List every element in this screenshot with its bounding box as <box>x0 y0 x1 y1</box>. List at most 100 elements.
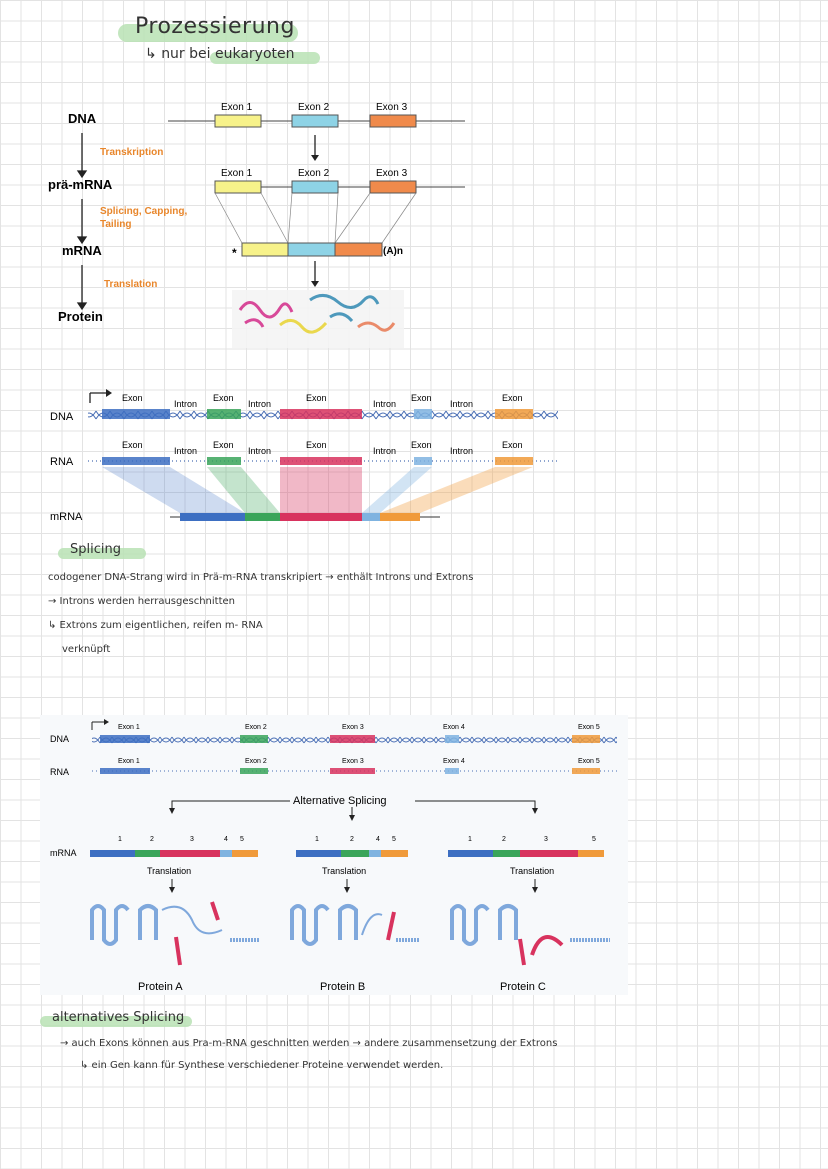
dna-exon-lightblue <box>414 409 432 419</box>
fig3-rna-exon1-label: Exon 1 <box>118 758 140 765</box>
level-dna: DNA <box>68 111 97 126</box>
fig2-rna-exon-label-5: Exon <box>502 440 523 450</box>
dna-exon1 <box>214 114 262 128</box>
step-splicing: Splicing, Capping, <box>100 206 187 217</box>
fig3-dna-label: DNA <box>50 734 69 744</box>
fig2-rna-intron-label-4: Intron <box>450 446 473 456</box>
level-mrna: mRNA <box>62 243 102 258</box>
splicing-highlight <box>58 548 146 559</box>
fig3-rna-exon3-label: Exon 3 <box>342 758 364 765</box>
protein-c-label: Protein C <box>500 981 546 993</box>
svg-text:1: 1 <box>118 836 122 843</box>
step-transkription: Transkription <box>100 147 163 158</box>
fig2-rna-label: RNA <box>50 456 74 468</box>
protein-b-label: Protein B <box>320 981 365 993</box>
fig2-rna-intron-label-3: Intron <box>373 446 396 456</box>
svg-text:1: 1 <box>468 836 472 843</box>
protein-b-structure <box>290 904 420 946</box>
dna-exon-red <box>280 409 362 419</box>
splicing-figure: DNA RNA mRNA Exon Intron Exon Intron Exo… <box>50 389 558 523</box>
fig2-rna-intron-label-2: Intron <box>248 446 271 456</box>
mrna-isoform-c <box>448 850 604 857</box>
page-subtitle: ↳ nur bei eukaryoten <box>145 46 295 62</box>
level-protein: Protein <box>58 309 103 324</box>
fig3-exon1-label: Exon 1 <box>118 724 140 731</box>
page-title: Prozessierung <box>135 14 295 39</box>
splicing-line-2: → Introns werden herrausgeschnitten <box>48 596 235 607</box>
arrow-icon: ↳ <box>145 46 162 62</box>
svg-text:1: 1 <box>315 836 319 843</box>
dna-exon3 <box>369 114 417 128</box>
polya-tail-label: (A)n <box>383 246 403 257</box>
alternatives-line-1: → auch Exons können aus Pra-m-RNA geschn… <box>60 1038 558 1049</box>
fig2-rna-exon-label-4: Exon <box>411 440 432 450</box>
fig3-rna-label: RNA <box>50 767 69 777</box>
svg-text:2: 2 <box>150 836 154 843</box>
translation-label-a: Translation <box>147 866 191 876</box>
fig2-exon-label-5: Exon <box>502 393 523 403</box>
cap-label: * <box>232 246 237 260</box>
svg-text:2: 2 <box>502 836 506 843</box>
fig2-exon-label-3: Exon <box>306 393 327 403</box>
fig3-exon2-label: Exon 2 <box>245 724 267 731</box>
alternatives-heading: alternatives Splicing <box>52 1010 185 1025</box>
fig3-rna-exon4-label: Exon 4 <box>443 758 465 765</box>
fig2-exon-label-4: Exon <box>411 393 432 403</box>
fig2-intron-label-3: Intron <box>373 399 396 409</box>
dna-exon-green <box>207 409 241 419</box>
svg-text:5: 5 <box>592 836 596 843</box>
fig2-intron-label-4: Intron <box>450 399 473 409</box>
mrna-isoform-b <box>296 850 408 857</box>
fig3-exon3-label: Exon 3 <box>342 724 364 731</box>
svg-text:5: 5 <box>392 836 396 843</box>
svg-text:4: 4 <box>224 836 228 843</box>
splicing-line-1: codogener DNA-Strang wird in Prä-m-RNA t… <box>48 572 474 583</box>
exon3-label: Exon 3 <box>376 102 408 113</box>
level-pre-mrna: prä-mRNA <box>48 177 113 192</box>
splicing-line-4: verknüpft <box>62 644 111 655</box>
dna-exon-blue <box>102 409 170 419</box>
pre-exon2-label: Exon 2 <box>298 168 330 179</box>
svg-text:3: 3 <box>544 836 548 843</box>
fig2-rna-exon-label-1: Exon <box>122 440 143 450</box>
fig2-rna-intron-label-1: Intron <box>174 446 197 456</box>
fig3-exon5-label: Exon 5 <box>578 724 600 731</box>
fig3-rna-exon5-label: Exon 5 <box>578 758 600 765</box>
svg-text:5: 5 <box>240 836 244 843</box>
subtitle-highlight <box>210 52 320 64</box>
mrna-isoform-a <box>90 850 258 857</box>
processing-figure: DNA prä-mRNA mRNA Protein Transkription … <box>48 102 465 348</box>
exon1-label: Exon 1 <box>221 102 253 113</box>
alternatives-line-2: ↳ ein Gen kann für Synthese verschiedene… <box>80 1060 444 1071</box>
protein-a-structure <box>90 901 260 966</box>
splicing-line-3: ↳ Extrons zum eigentlichen, reifen m- RN… <box>48 620 263 631</box>
fig2-intron-label-2: Intron <box>248 399 271 409</box>
fig3-mrna-label: mRNA <box>50 848 77 858</box>
alternative-splicing-label: Alternative Splicing <box>293 795 387 807</box>
step-translation: Translation <box>104 279 157 290</box>
dna-exon-orange <box>495 409 533 419</box>
alternative-splicing-figure: DNA RNA mRNA Exon 1 Exon 2 Exon 3 Exon 4… <box>40 715 628 995</box>
fig3-rna-exon2-label: Exon 2 <box>245 758 267 765</box>
splicing-heading: Splicing <box>70 542 121 557</box>
fig2-rna-exon-label-2: Exon <box>213 440 234 450</box>
pre-exon3-label: Exon 3 <box>376 168 408 179</box>
fig2-exon-label-1: Exon <box>122 393 143 403</box>
translation-label-b: Translation <box>322 866 366 876</box>
vertical-arrows <box>76 133 88 311</box>
fig2-exon-label-2: Exon <box>213 393 234 403</box>
svg-text:4: 4 <box>376 836 380 843</box>
exon2-label: Exon 2 <box>298 102 330 113</box>
pre-exon1-label: Exon 1 <box>221 168 253 179</box>
fig2-intron-label-1: Intron <box>174 399 197 409</box>
fig2-dna-label: DNA <box>50 411 74 423</box>
fig2-mrna-label: mRNA <box>50 511 83 523</box>
alternatives-highlight <box>40 1016 192 1027</box>
fig3-exon4-label: Exon 4 <box>443 724 465 731</box>
title-highlight <box>118 24 298 42</box>
protein-structure-image <box>232 290 404 348</box>
protein-c-structure <box>450 904 610 966</box>
dna-exon2 <box>291 114 339 128</box>
translation-label-c: Translation <box>510 866 554 876</box>
svg-text:3: 3 <box>190 836 194 843</box>
